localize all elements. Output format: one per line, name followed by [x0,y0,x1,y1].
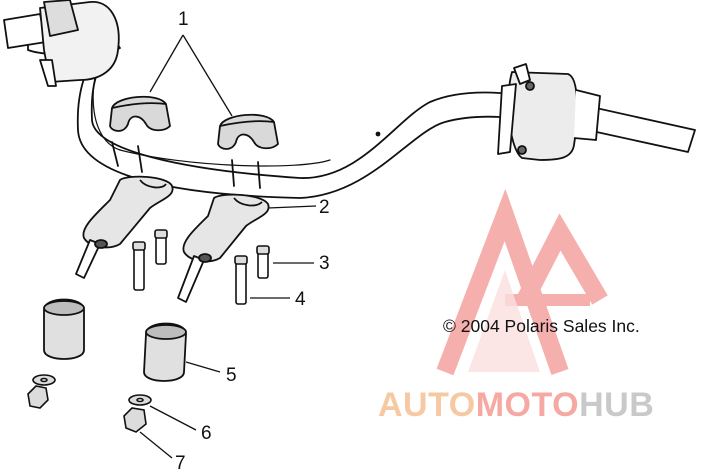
leader-lines [139,34,317,459]
riser-left [75,175,174,279]
watermark-part-auto: AUTO [378,386,476,424]
right-control-housing [497,63,601,161]
watermark-part-moto: MOTO [475,386,580,424]
handlebar-clamp-upper-right [217,113,279,150]
callout-2: 2 [319,197,330,218]
watermark-logo-inner [468,270,540,372]
callout-4: 4 [295,289,306,310]
callout-5: 5 [226,365,237,386]
callout-3: 3 [319,253,330,274]
watermark-logo [436,188,608,376]
watermark-text: AUTOMOTOHUB [378,388,654,422]
bushing-left [43,298,85,360]
watermark-part-hub: HUB [579,386,655,424]
left-control-housing [3,0,120,87]
handlebar-clamp-upper-left [109,95,171,132]
bolts [132,229,270,305]
riser-right [177,193,270,303]
washers-and-nuts [27,374,152,433]
callout-1: 1 [178,9,189,30]
copyright-notice: © 2004 Polaris Sales Inc. [443,316,640,336]
bushing-right [143,322,187,382]
callout-6: 6 [201,423,212,444]
callout-7: 7 [175,453,186,472]
